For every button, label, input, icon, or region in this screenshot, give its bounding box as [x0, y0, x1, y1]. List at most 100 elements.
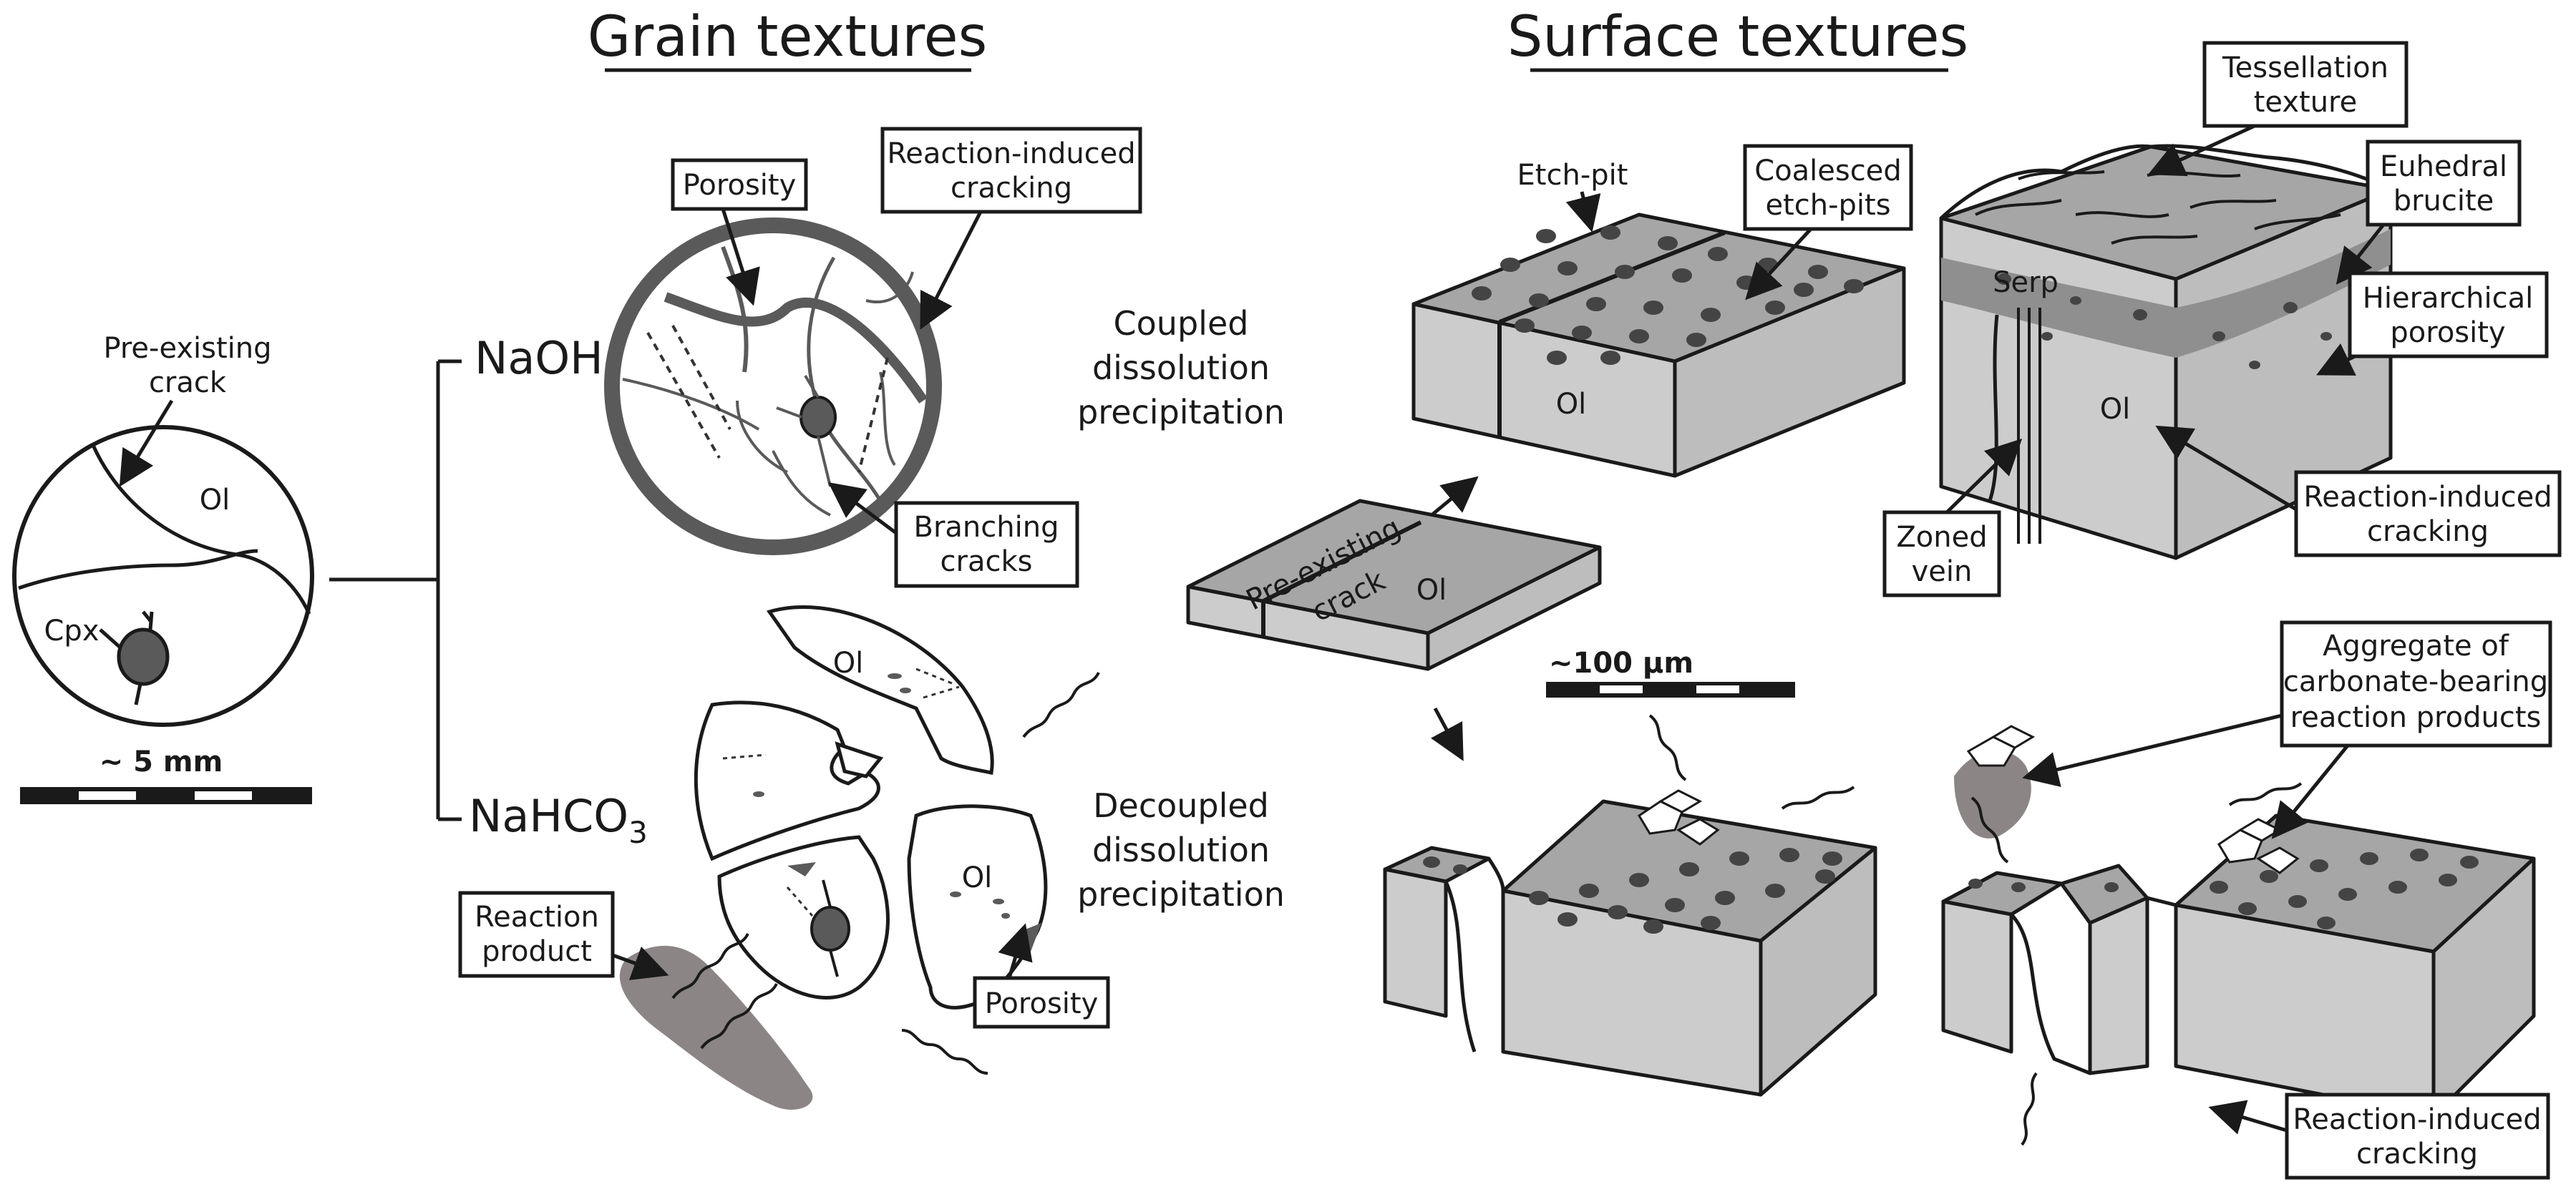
etch-pit [1579, 884, 1599, 898]
euhedral-label-1: Euhedral [2380, 150, 2507, 183]
etch-pit [1794, 283, 1814, 297]
etch-pit [1423, 856, 1440, 868]
reaction-wiggle-1 [671, 932, 749, 1000]
etch-pit [1765, 301, 1785, 315]
etch-pit [2011, 882, 2026, 892]
etch-pit [1547, 351, 1567, 365]
initial-crack-arrow [119, 399, 174, 487]
reaction-product-label-2: product [482, 935, 592, 968]
etch-pit [1453, 864, 1467, 874]
coupled-block [1411, 212, 1906, 478]
nahco3-surface-ric-label-1: Reaction-induced [2293, 1103, 2541, 1136]
etch-pit-label: Etch-pit [1517, 159, 1628, 192]
nahco3-grain-fragments [694, 605, 1048, 1010]
central-arrow-up [1430, 476, 1479, 517]
etch-pit [1658, 236, 1678, 250]
initial-cpx-label: Cpx [44, 615, 99, 648]
etch-pit [1529, 293, 1549, 308]
naoh-surface-ric-box [2294, 470, 2562, 557]
nahco3-surface-wiggle-3 [2021, 1072, 2038, 1146]
hierarchical-arrow [2316, 343, 2356, 376]
etch-pit [2249, 361, 2260, 369]
naoh-surface-ric-label-2: cracking [2367, 515, 2489, 548]
reaction-product-arrow [612, 946, 669, 980]
etch-pit [1557, 912, 1578, 927]
decoupled-wiggle-2 [1781, 786, 1855, 810]
tessellation-label-2: texture [2254, 86, 2357, 119]
serp-label: Serp [1993, 266, 2059, 299]
initial-grain [12, 425, 314, 727]
etch-pit [1500, 258, 1520, 272]
etch-pit [2320, 332, 2332, 341]
naoh-porosity-label: Porosity [683, 169, 797, 202]
coupled-label-1: Coupled [1114, 304, 1249, 343]
naoh-surface-ric-label-1: Reaction-induced [2303, 481, 2552, 514]
etch-pit [2210, 881, 2228, 894]
etch-pit [1643, 919, 1663, 934]
naoh-porosity-arrow [721, 208, 760, 306]
euhedral-box [2366, 140, 2522, 227]
etch-pit [1968, 879, 1983, 889]
zoned-vein-arrow [1945, 439, 2023, 514]
etch-pit [2238, 902, 2257, 915]
tessellation-label-1: Tessellation [2222, 52, 2388, 84]
tessellation-box [2202, 41, 2409, 128]
etch-pit [1815, 869, 1835, 884]
etch-pit [1529, 891, 1549, 905]
etch-pit [2388, 881, 2407, 894]
etch-pit [2070, 296, 2081, 305]
etch-pit [1808, 265, 1828, 279]
initial-ol-label: Ol [200, 484, 230, 517]
decoupled-block [1383, 799, 1877, 1097]
etch-pit [2288, 895, 2307, 908]
naoh-surface-ric-arrow [2155, 425, 2298, 512]
central-slab [1186, 499, 1602, 671]
zoned-vein-box [1882, 510, 2001, 597]
etch-pit [1600, 225, 1620, 240]
nahco3-wiggle-bottom [901, 1029, 988, 1075]
naoh-surface-ol-label: Ol [2100, 393, 2131, 426]
branching-cracks-label-1: Branching [914, 511, 1059, 544]
etch-pit [1844, 279, 1864, 293]
naoh-ric-label-2: cracking [951, 172, 1072, 205]
etch-pit [2410, 849, 2429, 861]
etch-pit [1557, 261, 1578, 275]
nahco3-surface-aggregate-right [2217, 818, 2300, 874]
etch-pit [1472, 286, 1492, 301]
etch-pit [2283, 302, 2298, 313]
coalesced-box [1743, 144, 1913, 231]
coupled-label-2: dissolution [1092, 348, 1270, 387]
nahco3-porosity-box [973, 976, 1110, 1029]
naoh-ric-box [880, 127, 1142, 214]
nahco3-surface-aggregate-left [1966, 725, 2036, 767]
coupled-label-3: precipitation [1077, 393, 1285, 431]
coalesced-label-2: etch-pits [1765, 189, 1890, 222]
aggregate-arrow-right [2271, 744, 2349, 839]
initial-crack-label-1: Pre-existing [103, 332, 271, 365]
etch-pit [2212, 331, 2225, 341]
hierarchical-box [2348, 271, 2549, 358]
nahco3-surface-wiggle-2 [2228, 782, 2303, 806]
euhedral-arrow [2336, 223, 2385, 285]
zoned-vein-label-2: vein [1912, 555, 1973, 588]
etch-pit [2360, 852, 2378, 865]
coalesced-label-1: Coalesced [1754, 155, 1901, 187]
etch-pit [2460, 856, 2479, 869]
naoh-porosity-box [671, 158, 808, 211]
etch-pit [2133, 309, 2147, 321]
etch-pit [1672, 268, 1692, 283]
nahco3-surface-block [1941, 814, 2536, 1118]
etch-pit [1536, 229, 1556, 243]
naoh-ric-label-1: Reaction-induced [887, 137, 1135, 170]
etch-pit [1679, 862, 1699, 876]
etch-pit [2260, 870, 2278, 883]
aggregate-box [2280, 620, 2552, 748]
etch-pit [1608, 905, 1628, 919]
decoupled-wiggle-1 [1648, 714, 1687, 781]
aggregate-label-2: carbonate-bearing [2283, 665, 2548, 698]
etch-pit [1736, 275, 1756, 290]
etch-pit [1643, 301, 1663, 315]
nahco3-surface-pits [1968, 849, 2479, 929]
etch-pit [1665, 898, 1685, 912]
